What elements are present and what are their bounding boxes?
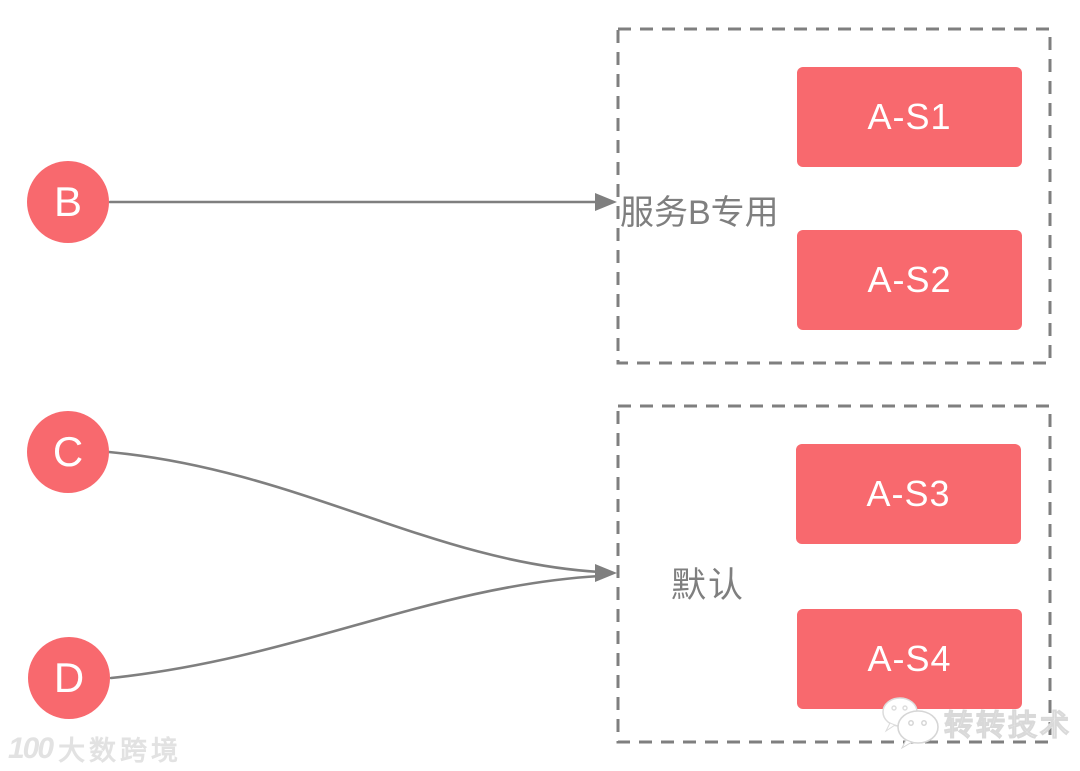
- node-service-b-label: B: [53, 178, 82, 225]
- arrow-d-to-default: [109, 574, 602, 680]
- server-a-s4-label: A-S4: [867, 638, 952, 679]
- arrowhead-default-icon: [595, 564, 617, 582]
- server-a-s4: A-S4: [797, 609, 1022, 709]
- watermark-bottom-right-text: 转转技术: [943, 710, 1073, 743]
- node-service-d: D: [28, 637, 110, 719]
- server-a-s1-label: A-S1: [867, 96, 952, 137]
- node-service-c-label: C: [52, 428, 84, 475]
- watermark-bottom-left: 100 大数跨境: [8, 729, 182, 768]
- arrow-c-to-default: [107, 450, 602, 574]
- wechat-icon: [878, 696, 942, 750]
- arrowhead-b-icon: [595, 193, 617, 211]
- server-a-s2: A-S2: [797, 230, 1022, 330]
- node-service-b: B: [27, 161, 109, 243]
- server-a-s3: A-S3: [796, 444, 1021, 544]
- server-a-s2-label: A-S2: [867, 259, 952, 300]
- dashukuajing-logo-icon: 100: [8, 731, 54, 765]
- group-b-dedicated-label: 服务B专用: [620, 194, 779, 232]
- group-default-label: 默认: [671, 566, 746, 605]
- server-a-s3-label: A-S3: [866, 473, 951, 514]
- watermark-bottom-left-text: 大数跨境: [58, 736, 183, 766]
- node-service-c: C: [27, 411, 109, 493]
- node-service-d-label: D: [53, 654, 85, 701]
- watermark-bottom-right: 转转技术: [878, 696, 1072, 750]
- server-a-s1: A-S1: [797, 67, 1022, 167]
